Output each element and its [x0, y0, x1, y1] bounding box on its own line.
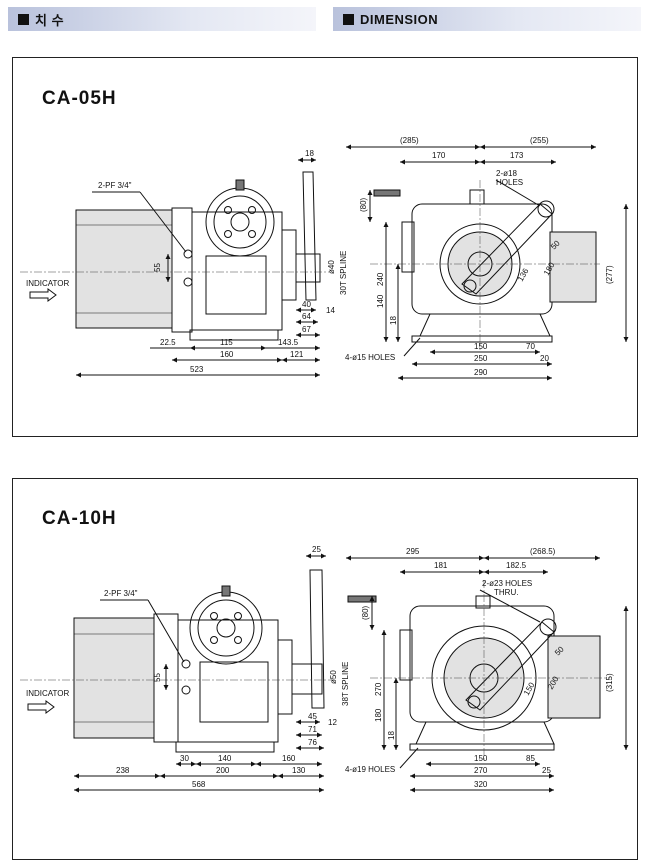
dim-label: 45 [308, 712, 317, 721]
dim-label: 143.5 [278, 338, 299, 347]
dim-label: 71 [308, 725, 317, 734]
dim-label: 160 [220, 350, 234, 359]
dim-label: 150 [474, 754, 488, 763]
ca05h-front-view [370, 180, 600, 350]
dim-label: (268.5) [530, 547, 556, 556]
square-bullet-icon [343, 13, 354, 25]
dim-label: 40 [302, 300, 311, 309]
dim-label: 270 [374, 682, 383, 696]
dim-label: 70 [526, 342, 535, 351]
header-korean-title: 치 수 [35, 12, 65, 28]
dim-label: 18 [387, 731, 396, 740]
dim-label: 18 [305, 149, 314, 158]
dim-label: 238 [116, 766, 130, 775]
dim-label: (285) [400, 136, 419, 145]
holes-label: 2-ø18 [496, 169, 517, 178]
dim-label: 182.5 [506, 561, 527, 570]
dim-label: 240 [376, 272, 385, 286]
pf-label: 2-PF 3/4" [104, 589, 138, 598]
ca10h-side-view [20, 569, 334, 753]
dim-label: 170 [432, 151, 446, 160]
dim-label: 85 [526, 754, 535, 763]
holes-label: 4-ø15 HOLES [345, 353, 395, 362]
ca10h-front-view [347, 580, 610, 760]
spline-label: 38T SPLINE [341, 662, 350, 706]
motor-body [75, 209, 173, 329]
dim-label: 20 [540, 354, 549, 363]
dim-label: 523 [190, 365, 204, 374]
dim-label: 14 [326, 306, 335, 315]
dim-label: 290 [474, 368, 488, 377]
model-title-ca05h: CA-05H [42, 88, 117, 109]
dim-label: 140 [376, 294, 385, 308]
dim-label: 270 [474, 766, 488, 775]
indicator-label: INDICATOR [26, 279, 69, 288]
dim-label: 55 [153, 263, 162, 272]
dim-label: 250 [474, 354, 488, 363]
dim-label: 25 [542, 766, 551, 775]
header-dimension-title: DIMENSION [360, 11, 439, 27]
dim-label: 18 [389, 316, 398, 325]
dim-label: (80) [359, 197, 368, 212]
holes-label: THRU. [494, 588, 518, 597]
dim-label: 12 [328, 718, 337, 727]
dim-label: 25 [312, 545, 321, 554]
header-dimension: DIMENSION [333, 7, 641, 31]
header-korean: 치 수 [8, 7, 316, 31]
dim-label: 115 [220, 338, 233, 347]
dim-label: 181 [434, 561, 448, 570]
dim-label: (277) [605, 265, 614, 284]
dim-label: 76 [308, 738, 317, 747]
dim-label: 64 [302, 312, 311, 321]
dim-label: 295 [406, 547, 420, 556]
spline-label: 30T SPLINE [339, 251, 348, 295]
dim-label: 22.5 [160, 338, 176, 347]
square-bullet-icon [18, 13, 29, 25]
holes-label: 4-ø19 HOLES [345, 765, 395, 774]
dim-label: 200 [216, 766, 230, 775]
dim-label: 30 [180, 754, 189, 763]
dim-label: 130 [292, 766, 306, 775]
holes-label: 2-ø23 HOLES [482, 579, 532, 588]
dim-label: 136 [516, 266, 531, 283]
dim-label: 320 [474, 780, 488, 789]
pf-label: 2-PF 3/4" [98, 181, 132, 190]
dim-label: 160 [282, 754, 296, 763]
dim-label: ø40 [327, 260, 336, 274]
ca05h-side-view [20, 171, 330, 341]
dim-label: 180 [374, 708, 383, 722]
model-title-ca10h: CA-10H [42, 508, 117, 529]
indicator-label: INDICATOR [26, 689, 69, 698]
dim-label: 55 [153, 673, 162, 682]
dim-label: 568 [192, 780, 206, 789]
dim-label: 173 [510, 151, 524, 160]
dim-label: 121 [290, 350, 304, 359]
dim-label: 67 [302, 325, 311, 334]
dim-label: 150 [474, 342, 488, 351]
dim-label: (255) [530, 136, 549, 145]
holes-label: HOLES [496, 178, 523, 187]
dim-label: (80) [361, 605, 370, 620]
dim-label: ø50 [329, 670, 338, 684]
dim-label: (315) [605, 673, 614, 692]
dim-label: 140 [218, 754, 232, 763]
